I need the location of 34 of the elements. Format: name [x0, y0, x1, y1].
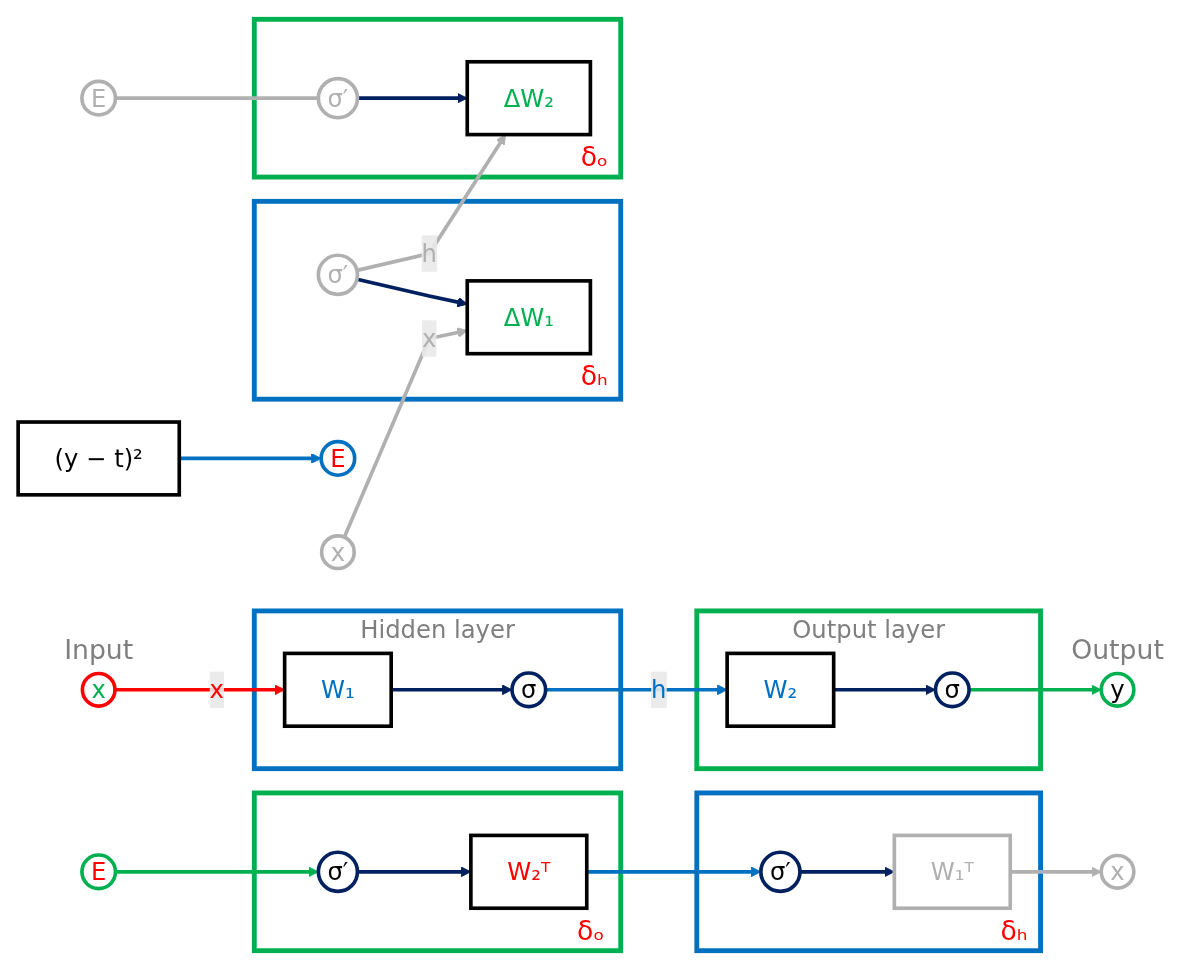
node-circle: y — [1099, 671, 1136, 708]
node-circle: x — [319, 534, 356, 571]
side-label: δₕ — [580, 360, 608, 392]
node-circle: σ′ — [316, 253, 360, 297]
edge-label: x — [422, 323, 437, 354]
node-circle: σ′ — [316, 76, 360, 120]
node-circle: σ — [933, 671, 971, 709]
side-label: Input — [64, 634, 134, 666]
node-box: ΔW₂ — [465, 59, 593, 137]
node-circle: E — [319, 439, 357, 477]
node-circle: σ′ — [759, 850, 802, 894]
node-box: W₁ — [282, 651, 393, 729]
cluster — [251, 198, 624, 402]
node-box: W₁ᵀ — [892, 833, 1013, 911]
node-circle: σ — [510, 671, 548, 709]
cluster — [251, 16, 624, 180]
edge-label: h — [421, 239, 437, 269]
side-label: δₒ — [577, 914, 605, 946]
side-label: δₒ — [580, 141, 609, 173]
edge-label: x — [209, 675, 224, 705]
node-box: W₂ᵀ — [469, 833, 589, 911]
node-box: ΔW₁ — [465, 279, 593, 356]
cluster — [694, 790, 1043, 954]
node-circle: σ′ — [316, 850, 360, 894]
node-circle: E — [80, 853, 118, 891]
node-box: W₂ — [725, 651, 836, 729]
node-circle: x — [80, 671, 117, 708]
cluster — [251, 790, 624, 954]
edge-label: h — [651, 675, 667, 705]
side-label: Output — [1071, 634, 1164, 666]
node-box: (y − t)² — [16, 420, 182, 497]
node-circle: x — [1099, 853, 1136, 890]
side-label: δₕ — [1000, 914, 1028, 946]
node-circle: E — [80, 79, 118, 117]
